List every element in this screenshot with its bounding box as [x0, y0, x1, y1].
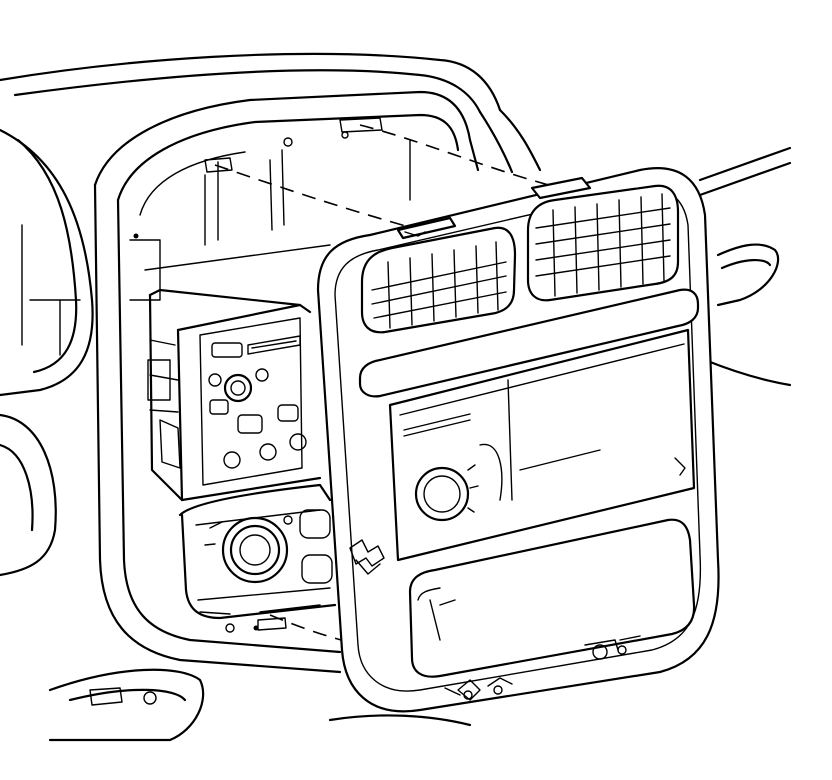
dash-cavity-frame: [93, 90, 480, 674]
lower-opening: [408, 518, 696, 678]
left-air-vent: [360, 216, 517, 334]
bezel-clips: [349, 539, 641, 701]
bezel-slot: [358, 288, 700, 398]
dashboard-outline: [0, 52, 792, 742]
cavity-screws: [133, 233, 259, 631]
radio-unit: [147, 288, 322, 502]
instrument-panel-bezel: [316, 167, 720, 713]
right-air-vent: [526, 176, 680, 302]
radio-opening: [388, 328, 696, 562]
hvac-control-head: [178, 483, 337, 633]
